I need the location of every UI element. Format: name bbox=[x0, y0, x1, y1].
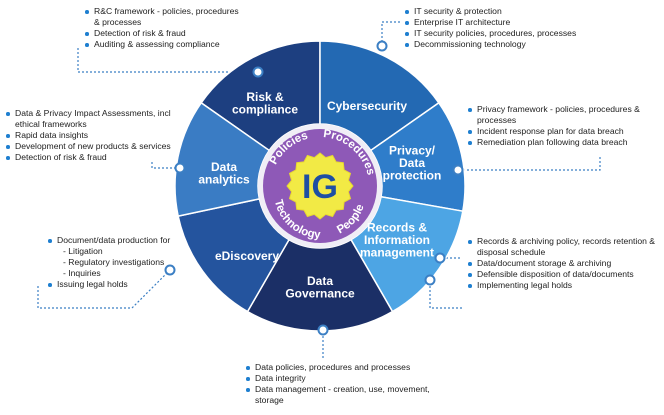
callout-item: Defensible disposition of data/documents bbox=[468, 269, 660, 280]
callout-item: Document/data production for bbox=[48, 235, 198, 246]
callout-item: IT security & protection bbox=[405, 6, 605, 17]
callout-item: Development of new products & services bbox=[6, 141, 191, 152]
center-label: IG bbox=[302, 168, 338, 206]
callout-item: Enterprise IT architecture bbox=[405, 17, 605, 28]
connector-line bbox=[458, 157, 601, 171]
callout-item: Data policies, procedures and processes bbox=[246, 362, 446, 373]
callout-item: Privacy framework - policies, procedures… bbox=[468, 104, 660, 126]
callout-item: Issuing legal holds bbox=[48, 279, 198, 290]
callout-subitem: - Regulatory investigations bbox=[63, 257, 165, 267]
center-hub: Policies Procedures Technology People IG bbox=[258, 124, 382, 248]
connector-line bbox=[151, 162, 180, 169]
callout-privacy: Privacy framework - policies, procedures… bbox=[468, 104, 660, 148]
connector-dot bbox=[434, 252, 446, 264]
callout-item: Auditing & assessing compliance bbox=[85, 39, 245, 50]
connector-line bbox=[37, 269, 171, 309]
segment-labels: Risk &compliance CybersecurityPrivacy/Dat… bbox=[164, 40, 464, 336]
callout-item: Implementing legal holds bbox=[468, 280, 660, 291]
callout-item: Data management - creation, use, movemen… bbox=[246, 384, 446, 406]
connector-line bbox=[77, 48, 258, 73]
callout-data-governance: Data policies, procedures and processes … bbox=[246, 362, 446, 406]
callout-item: Data integrity bbox=[246, 373, 446, 384]
callout-risk-compliance: R&C framework - policies, procedures & p… bbox=[85, 6, 245, 50]
callout-subitem: - Litigation bbox=[63, 246, 103, 256]
connector-line bbox=[381, 21, 400, 46]
callout-item: Rapid data insights bbox=[6, 130, 191, 141]
connector-dot bbox=[424, 274, 436, 286]
callout-item: Data/document storage & archiving bbox=[468, 258, 660, 269]
connector-dot bbox=[452, 164, 464, 176]
connector-dot bbox=[317, 324, 329, 336]
connector-dot bbox=[252, 66, 264, 78]
callout-item: Decommissioning technology bbox=[405, 39, 605, 50]
segment-label-risk: Risk &compliance bbox=[232, 90, 298, 117]
callout-data-analytics: Data & Privacy Impact Assessments, incl … bbox=[6, 108, 191, 163]
callout-records: Records & archiving policy, records rete… bbox=[468, 236, 660, 291]
callout-item: R&C framework - policies, procedures & p… bbox=[85, 6, 245, 28]
segment-label-ediscovery: eDiscovery bbox=[215, 249, 279, 263]
connector-dot bbox=[376, 40, 388, 52]
center-badge bbox=[286, 152, 354, 220]
callout-item: Detection of risk & fraud bbox=[85, 28, 245, 39]
callout-subitem: - Inquiries bbox=[63, 268, 101, 278]
segment-label-cyber: Cybersecurity bbox=[327, 99, 407, 113]
callout-item: Remediation plan following data breach bbox=[468, 137, 660, 148]
callout-item: Incident response plan for data breach bbox=[468, 126, 660, 137]
connector-dot bbox=[174, 162, 186, 174]
callout-item: Data & Privacy Impact Assessments, incl … bbox=[6, 108, 191, 130]
callout-item: Records & archiving policy, records rete… bbox=[468, 236, 660, 258]
connector-dot bbox=[164, 264, 176, 276]
callout-cybersecurity: IT security & protection Enterprise IT a… bbox=[405, 6, 605, 50]
callout-item: Detection of risk & fraud bbox=[6, 152, 191, 163]
callout-item: IT security policies, procedures, proces… bbox=[405, 28, 605, 39]
connector-line bbox=[429, 280, 462, 309]
callout-ediscovery: Document/data production for - Litigatio… bbox=[48, 235, 198, 290]
